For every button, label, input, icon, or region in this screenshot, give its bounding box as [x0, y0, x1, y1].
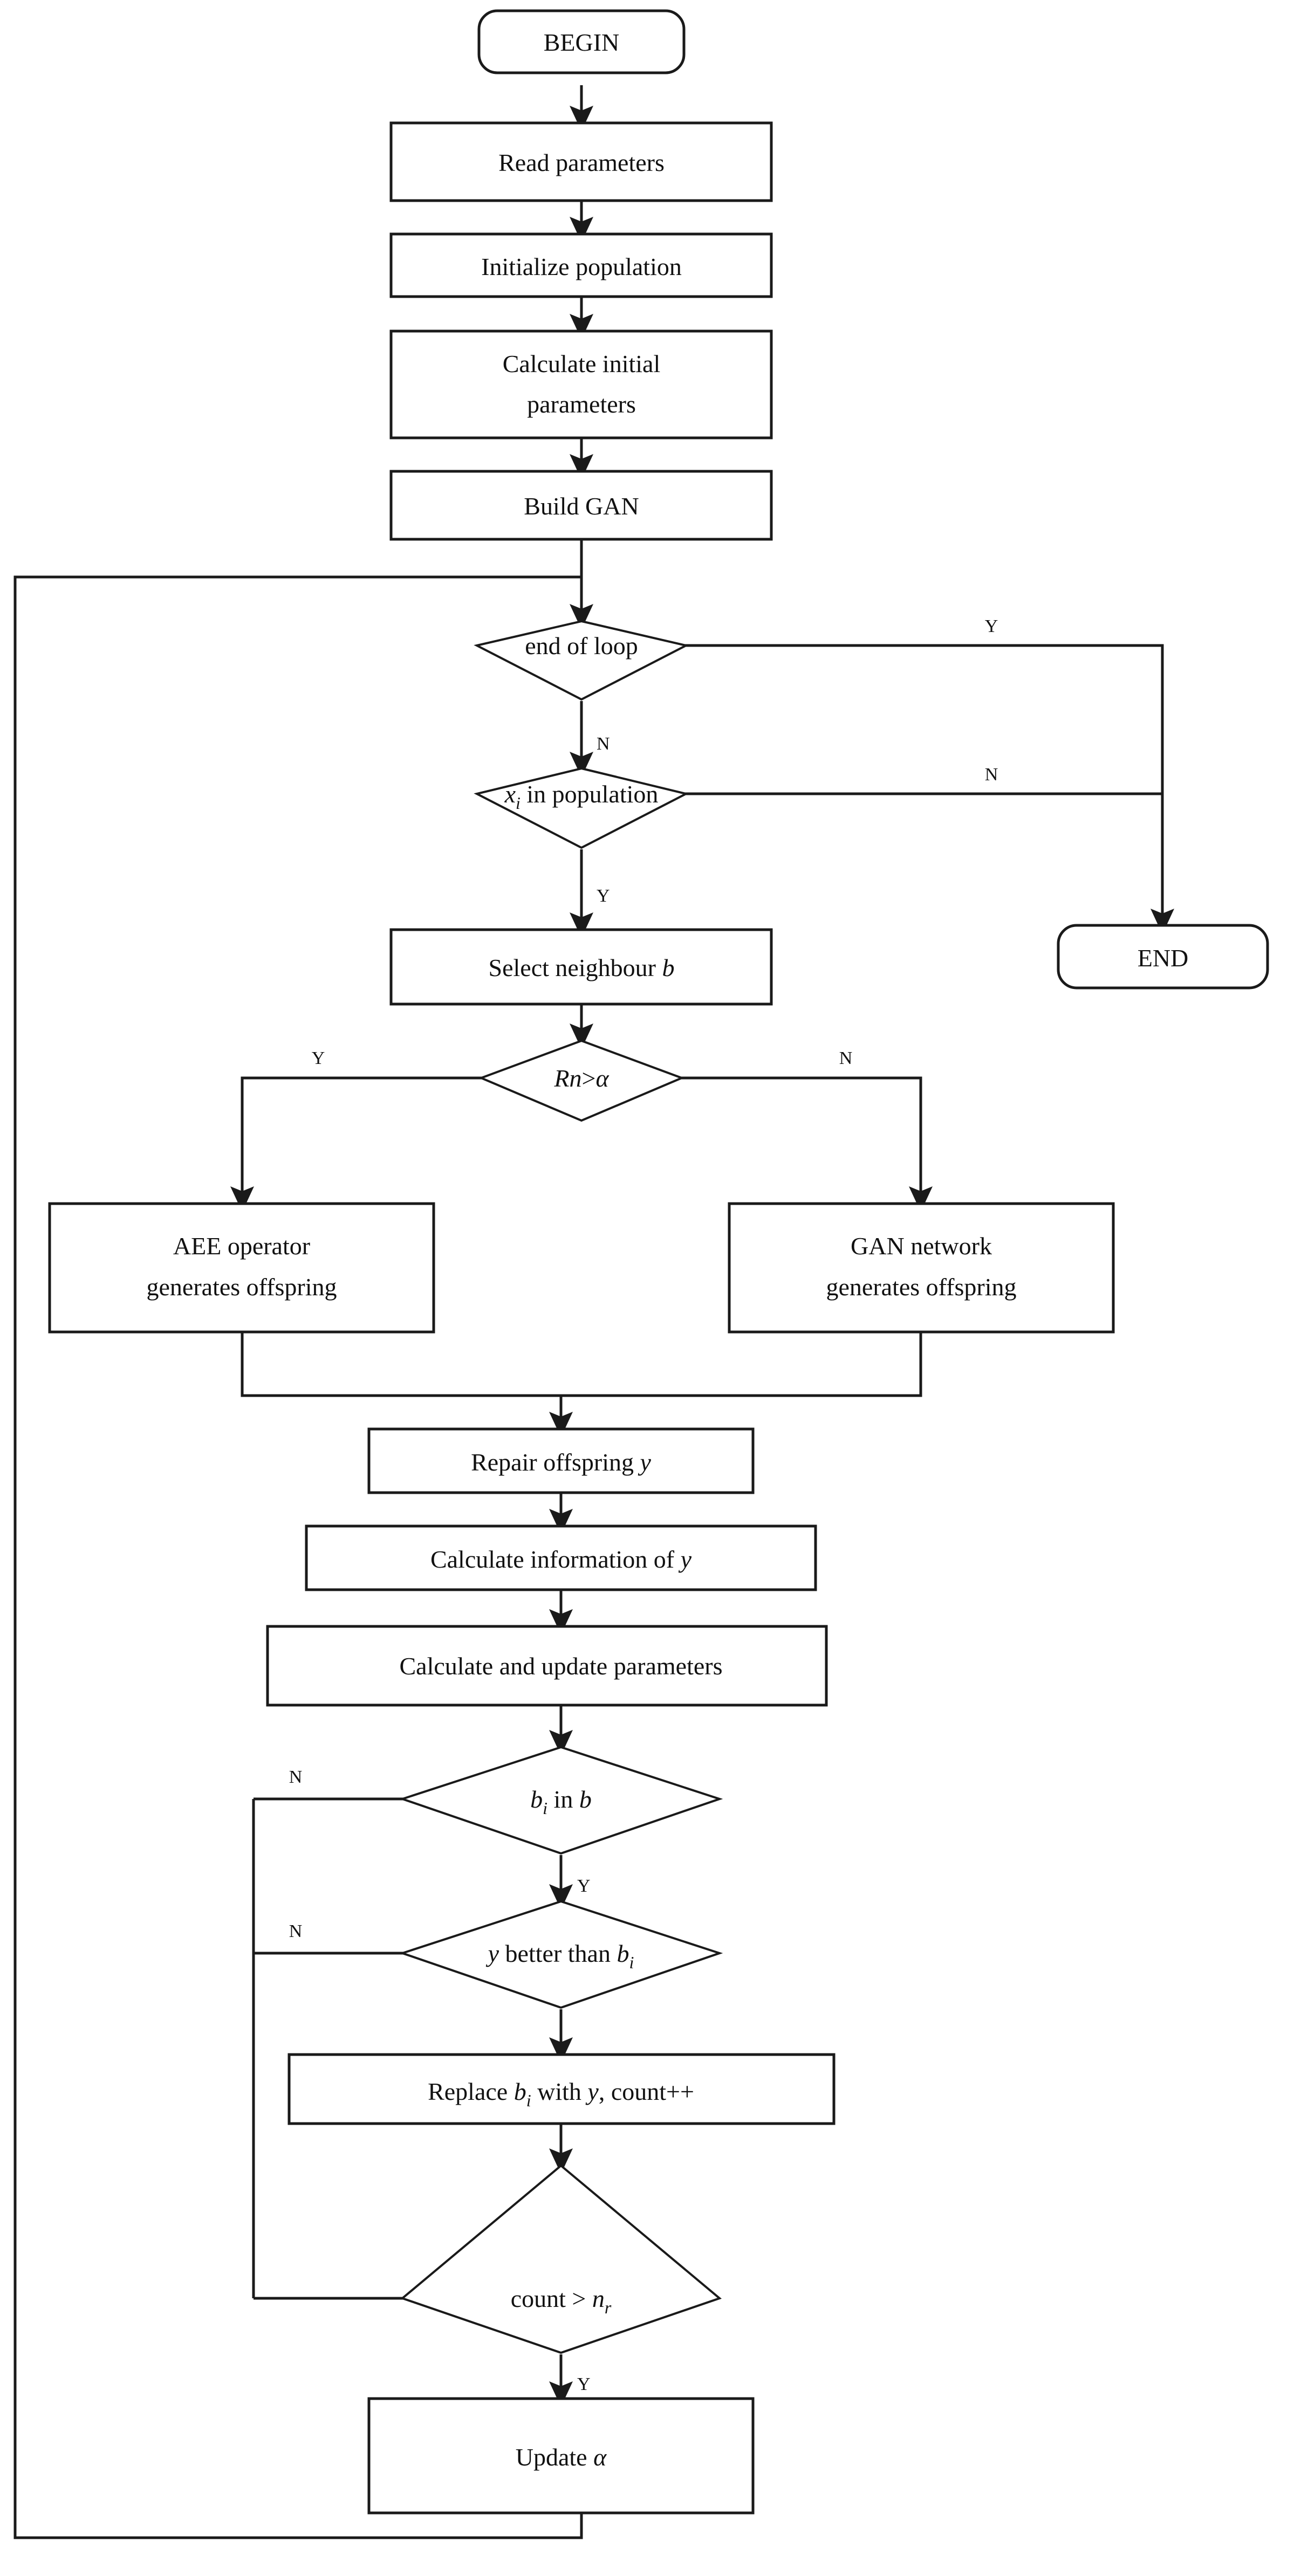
node-select-neighbour-var: b: [662, 954, 674, 981]
edge-rn-no-to-gan: [681, 1076, 933, 1212]
node-calculate-information-label: Calculate information of y: [430, 1545, 692, 1573]
node-xi-in-population-sub: i: [516, 793, 521, 813]
edge-update-alpha-return-to-loop: [13, 575, 583, 2539]
node-end-label: END: [1138, 944, 1189, 972]
node-aee-operator: [48, 1202, 435, 1334]
node-bi-in-b-var2: b: [579, 1785, 592, 1813]
node-gan-network-label-line1: GAN network: [851, 1232, 992, 1260]
node-gan-network: [728, 1202, 1115, 1334]
node-rn-alpha: α: [595, 1064, 609, 1092]
node-begin-label: BEGIN: [544, 29, 620, 56]
node-bi-in-b: [399, 1746, 723, 1855]
node-replace-bi-label: Replace bi with y, count++: [428, 2078, 694, 2110]
node-calculate-initial-parameters-label-line1: Calculate initial: [503, 350, 661, 377]
node-xi-in-population-label: xi in population: [504, 780, 659, 813]
node-calculate-update-parameters: [266, 1625, 828, 1707]
node-bi-in-b-label: bi in b: [530, 1785, 592, 1818]
node-update-alpha-text: Update: [516, 2443, 593, 2471]
node-calculate-information-text: Calculate information of: [430, 1545, 681, 1573]
edge-label-end-of-loop-no: N: [597, 734, 610, 754]
node-bi-in-b-sub1: i: [543, 1798, 547, 1818]
edge-rn-yes-to-aee: [230, 1076, 482, 1212]
node-replace-sub1: i: [526, 2091, 531, 2110]
node-rn-op: >: [582, 1064, 596, 1092]
edge-label-count-yes: Y: [577, 2374, 591, 2394]
node-replace-pre: Replace: [428, 2078, 514, 2105]
edge-label-end-of-loop-yes: Y: [985, 616, 998, 636]
edge-aee-gan-merge: [241, 1332, 922, 1397]
node-calculate-initial-parameters-label-line2: parameters: [527, 390, 636, 418]
node-end: [1057, 924, 1269, 990]
node-calculate-initial-parameters: [389, 329, 773, 439]
node-aee-operator-label-line1: AEE operator: [173, 1232, 310, 1260]
node-repair-offspring-text: Repair offspring: [471, 1448, 640, 1476]
node-update-alpha: [367, 2397, 755, 2515]
node-ybetter-mid: better than: [499, 1940, 617, 1967]
node-end-of-loop: [474, 620, 689, 701]
node-calculate-update-parameters-label: Calculate and update parameters: [400, 1652, 723, 1680]
node-ybetter-sub2: i: [629, 1953, 634, 1972]
node-aee-operator-label-line2: generates offspring: [147, 1273, 337, 1301]
node-rn-var: Rn: [553, 1064, 581, 1092]
node-count-pre: count >: [511, 2285, 592, 2312]
node-ybetter-var1: y: [486, 1940, 499, 1967]
node-initialize-population: [389, 232, 773, 298]
node-rn-gt-alpha: [478, 1039, 685, 1122]
edge-label-biinb-no: N: [289, 1767, 303, 1787]
edge-label-xi-no: N: [985, 765, 998, 785]
node-begin: [477, 9, 686, 74]
node-read-parameters-label: Read parameters: [498, 149, 665, 176]
node-count-var: n: [592, 2285, 605, 2312]
node-bi-in-b-var1: b: [530, 1785, 543, 1813]
node-replace-mid: with: [531, 2078, 588, 2105]
node-replace-bi: [287, 2053, 836, 2125]
edge-label-biinb-yes: Y: [577, 1876, 591, 1896]
node-xi-in-population-post: in population: [521, 780, 659, 808]
node-replace-var2: y: [585, 2078, 599, 2105]
node-y-better-than-bi: [399, 1900, 723, 2009]
node-rn-gt-alpha-label: Rn>α: [553, 1064, 609, 1092]
node-update-alpha-label: Update α: [516, 2443, 607, 2471]
node-calculate-information-var: y: [679, 1545, 692, 1573]
node-replace-post: , count++: [599, 2078, 694, 2105]
node-read-parameters: [389, 121, 773, 202]
node-select-neighbour: [389, 928, 773, 1006]
node-initialize-population-label: Initialize population: [481, 253, 682, 280]
edge-label-rn-no: N: [839, 1048, 853, 1068]
node-count-gt-nr-label: count > nr: [511, 2285, 612, 2317]
node-bi-in-b-mid: in: [547, 1785, 579, 1813]
node-update-alpha-var: α: [593, 2443, 607, 2471]
edge-endofloop-yes-to-end: [685, 644, 1174, 935]
node-xi-in-population: [474, 767, 689, 849]
node-count-sub: r: [605, 2298, 612, 2317]
node-repair-offspring-label: Repair offspring y: [471, 1448, 651, 1476]
node-repair-offspring-var: y: [638, 1448, 652, 1476]
node-build-gan-label: Build GAN: [524, 492, 639, 520]
node-repair-offspring: [367, 1427, 755, 1494]
node-count-gt-nr: [400, 2164, 722, 2354]
node-xi-in-population-var: x: [504, 780, 516, 808]
node-gan-network-label-line2: generates offspring: [826, 1273, 1017, 1301]
node-end-of-loop-label: end of loop: [525, 632, 638, 660]
edge-label-rn-yes: Y: [312, 1048, 325, 1068]
node-ybetter-var2: b: [617, 1940, 629, 1967]
node-y-better-than-bi-label: y better than bi: [486, 1940, 634, 1972]
node-select-neighbour-text: Select neighbour: [489, 954, 662, 981]
node-build-gan: [389, 470, 773, 541]
node-replace-var1: b: [514, 2078, 526, 2105]
edge-label-xi-yes: Y: [597, 886, 610, 906]
node-select-neighbour-label: Select neighbour b: [489, 954, 675, 981]
edge-label-ybetter-no: N: [289, 1921, 303, 1941]
node-calculate-information: [305, 1524, 817, 1591]
